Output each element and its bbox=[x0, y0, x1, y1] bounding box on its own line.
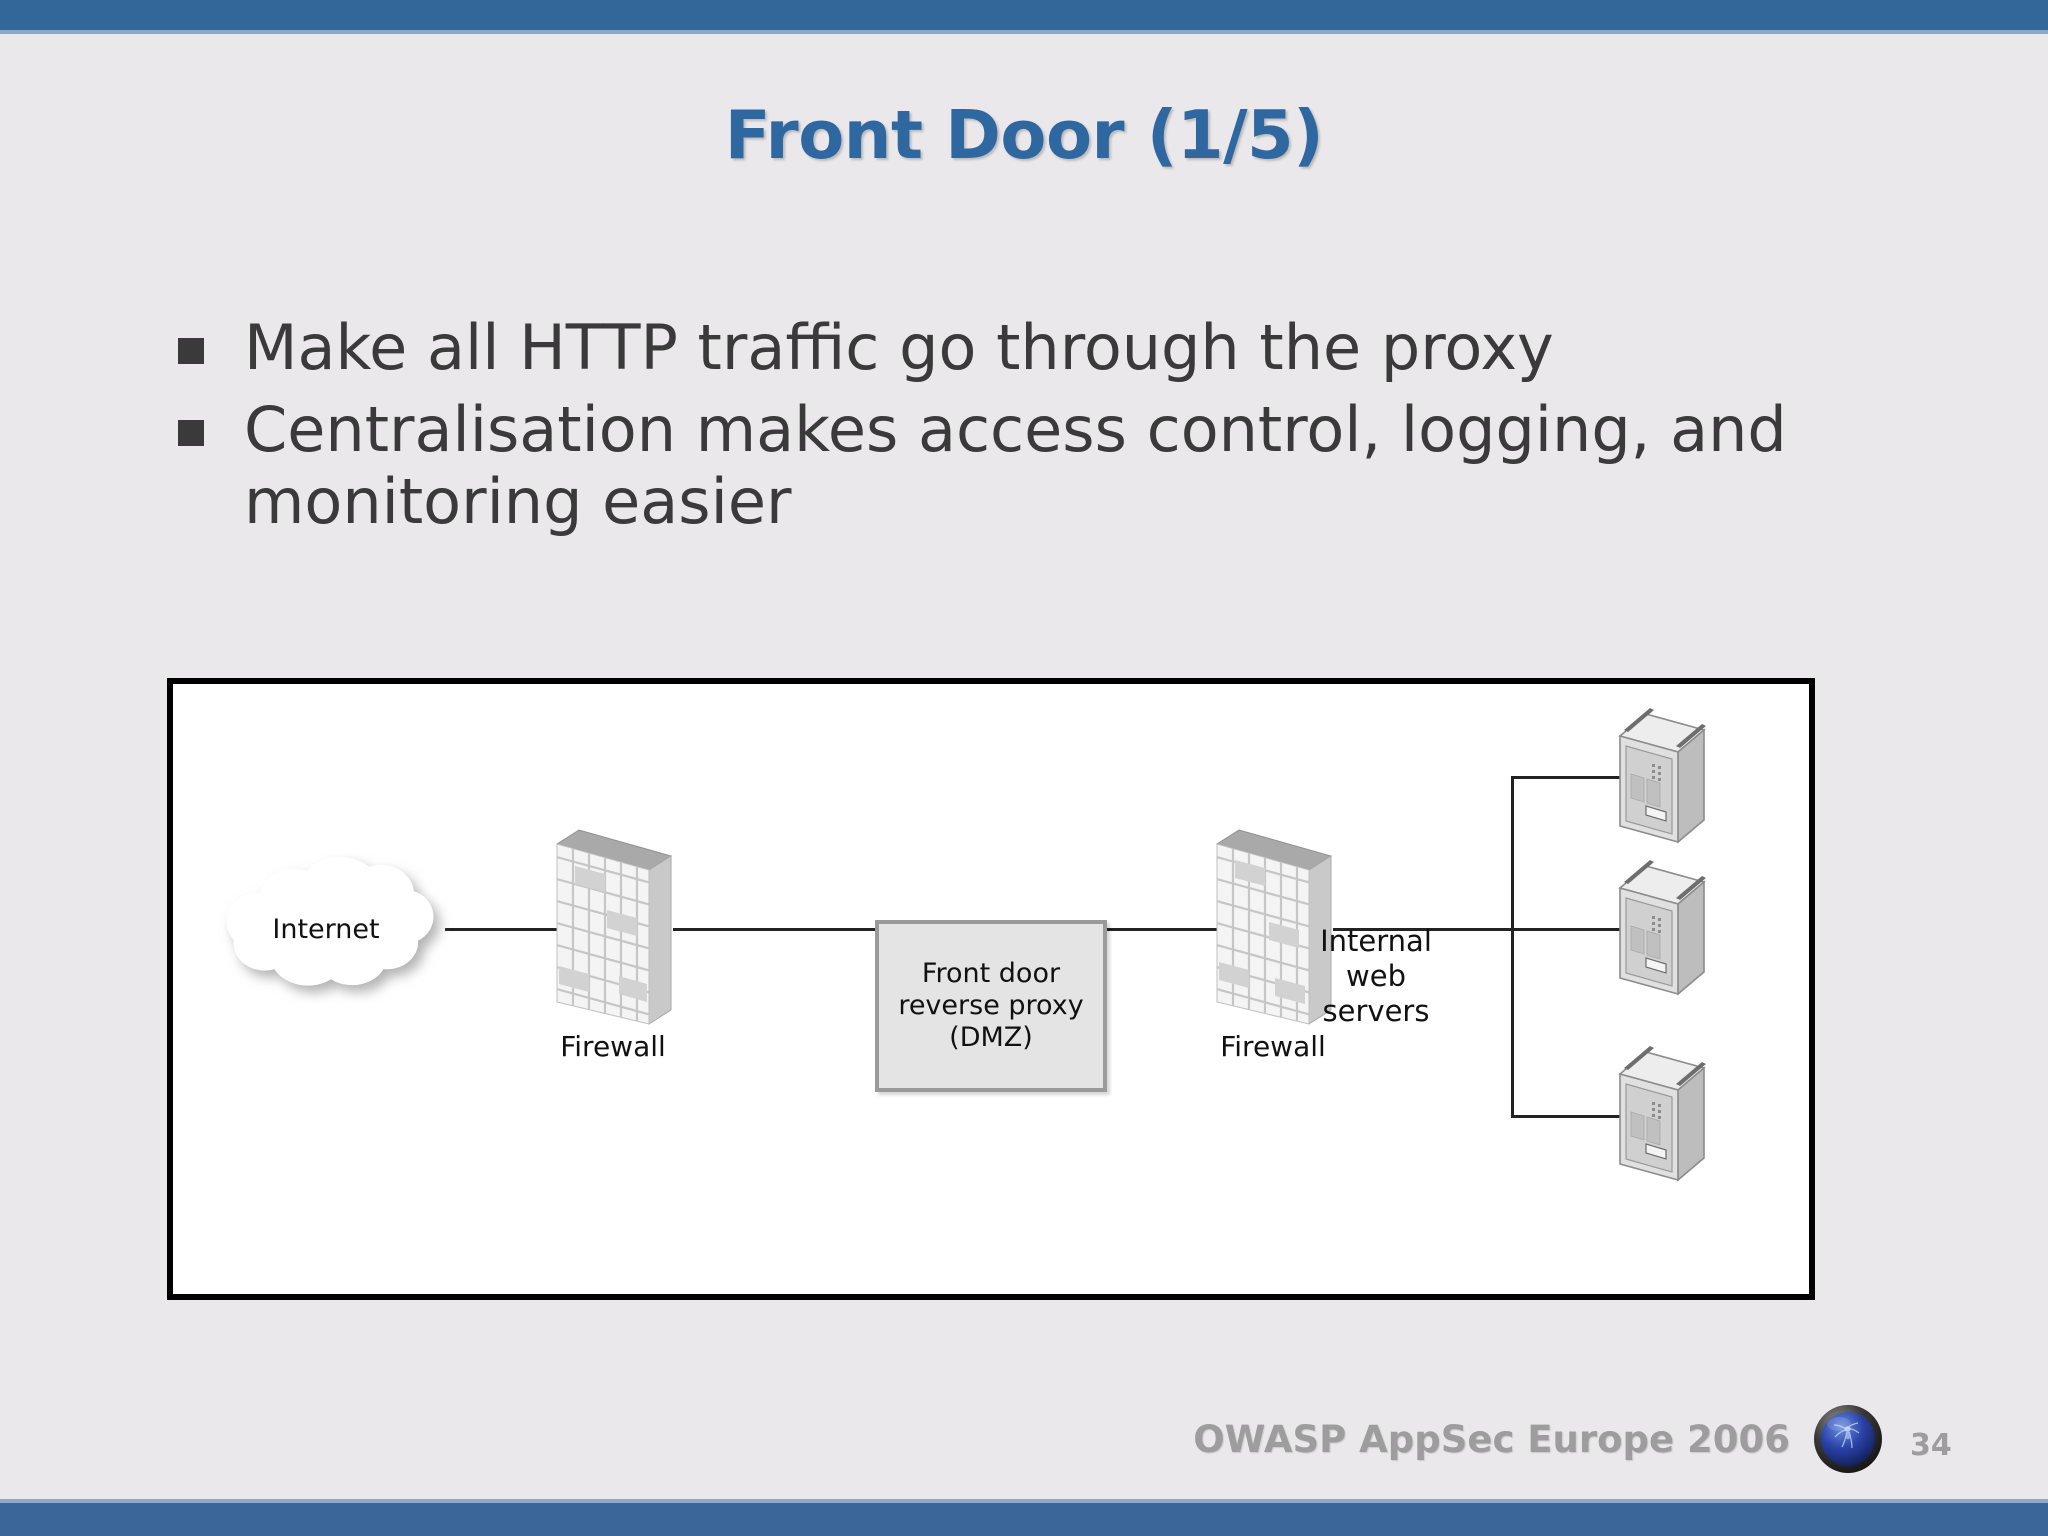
footer-event-name: OWASP AppSec Europe 2006 bbox=[1193, 1418, 1790, 1461]
list-item: Make all HTTP traffic go through the pro… bbox=[178, 312, 1878, 384]
dmz-line-2: reverse proxy bbox=[898, 990, 1084, 1022]
owasp-logo-icon bbox=[1813, 1404, 1883, 1474]
page-number: 34 bbox=[1910, 1428, 1952, 1463]
internal-web-servers-label: Internal web servers bbox=[1281, 924, 1471, 1028]
firewall-right: Firewall bbox=[1213, 826, 1333, 1063]
network-architecture-diagram: Internet bbox=[167, 678, 1815, 1300]
top-accent-bar bbox=[0, 0, 2048, 30]
square-bullet-icon bbox=[178, 419, 204, 446]
link-internet-firewall1 bbox=[445, 928, 621, 931]
internal-web-server-2-icon bbox=[1616, 860, 1708, 996]
server-bus-vertical bbox=[1511, 776, 1514, 1118]
square-bullet-icon bbox=[178, 338, 204, 364]
internet-cloud-icon: Internet bbox=[191, 854, 461, 1004]
bullet-text: Make all HTTP traffic go through the pro… bbox=[244, 311, 1554, 384]
servers-label-line-2: web bbox=[1346, 958, 1406, 993]
internal-web-server-3-icon bbox=[1616, 1046, 1708, 1182]
link-firewall1-dmz bbox=[673, 928, 877, 931]
bottom-accent-bar bbox=[0, 1503, 2048, 1536]
firewall-left-label: Firewall bbox=[560, 1030, 666, 1063]
servers-label-line-1: Internal bbox=[1320, 924, 1432, 958]
bullet-text: Centralisation makes access control, log… bbox=[244, 392, 1787, 538]
link-firewall2-servers bbox=[1333, 928, 1623, 931]
bottom-accent-bar-edge bbox=[0, 1499, 2048, 1503]
page-title: Front Door (1/5) bbox=[724, 96, 1324, 174]
top-accent-bar-edge bbox=[0, 30, 2048, 34]
servers-label-line-3: servers bbox=[1322, 993, 1430, 1028]
bullet-list: Make all HTTP traffic go through the pro… bbox=[178, 312, 1878, 548]
firewall-right-label: Firewall bbox=[1220, 1030, 1326, 1063]
dmz-box-text: Front door reverse proxy (DMZ) bbox=[898, 958, 1083, 1054]
link-bus-server-top bbox=[1511, 776, 1623, 779]
dmz-line-3: (DMZ) bbox=[949, 1021, 1033, 1053]
internal-web-server-1-icon bbox=[1616, 708, 1708, 844]
front-door-reverse-proxy-box: Front door reverse proxy (DMZ) bbox=[875, 920, 1107, 1092]
link-bus-server-bottom bbox=[1511, 1115, 1623, 1118]
dmz-line-1: Front door bbox=[921, 958, 1061, 990]
cloud-label: Internet bbox=[272, 914, 380, 945]
link-dmz-firewall2 bbox=[1105, 928, 1281, 931]
list-item: Centralisation makes access control, log… bbox=[178, 392, 1878, 538]
firewall-left: Firewall bbox=[553, 826, 673, 1063]
